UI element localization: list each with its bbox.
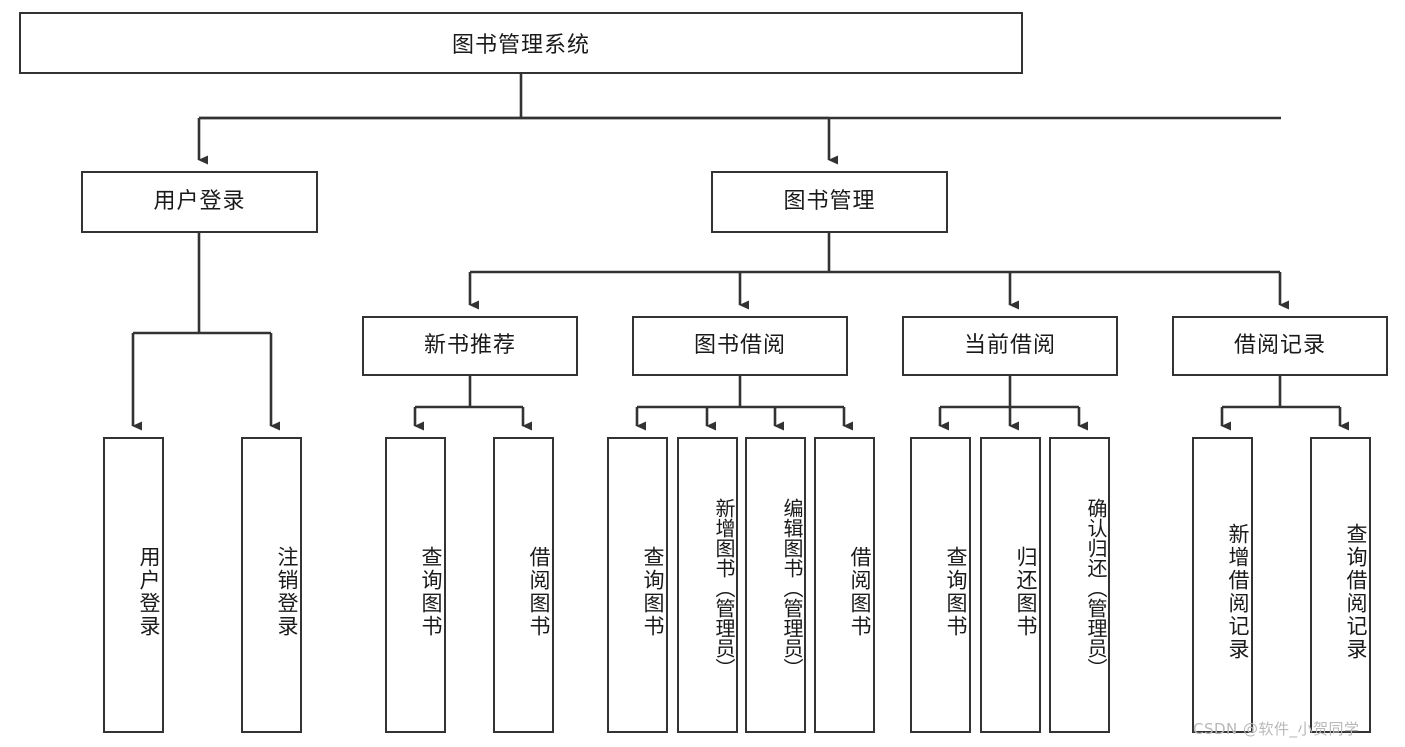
leaf-query-book-borrow[interactable]: 查询图书 (607, 437, 668, 733)
node-label: 图书借阅 (693, 332, 786, 358)
leaf-query-borrow-record[interactable]: 查询借阅记录 (1310, 437, 1371, 733)
node-label: 图书管理 (783, 188, 876, 214)
node-label: 查询图书 (944, 546, 968, 638)
node-borrow-record[interactable]: 借阅记录 (1172, 316, 1388, 376)
node-label: 查询图书 (641, 546, 665, 638)
node-label: 归还图书 (1014, 546, 1038, 638)
node-book-management[interactable]: 图书管理 (711, 171, 948, 233)
leaf-logout[interactable]: 注销登录 (241, 437, 302, 733)
node-label: 当前借阅 (963, 332, 1056, 358)
node-label: 新增借阅记录 (1226, 523, 1250, 661)
node-label: 图书管理系统 (451, 33, 590, 58)
leaf-query-book-current[interactable]: 查询图书 (910, 437, 971, 733)
leaf-add-borrow-record[interactable]: 新增借阅记录 (1192, 437, 1253, 733)
leaf-user-login[interactable]: 用户登录 (103, 437, 164, 733)
leaf-borrow-book[interactable]: 借阅图书 (814, 437, 875, 733)
node-label: 注销登录 (275, 546, 299, 638)
node-root-system[interactable]: 图书管理系统 (19, 12, 1023, 74)
node-label: 编辑图书（管理员） (780, 498, 804, 678)
node-label: 查询借阅记录 (1344, 523, 1368, 661)
leaf-add-book-admin[interactable]: 新增图书（管理员） (677, 437, 738, 733)
node-book-borrow[interactable]: 图书借阅 (632, 316, 848, 376)
leaf-return-book[interactable]: 归还图书 (980, 437, 1041, 733)
leaf-borrow-book-new[interactable]: 借阅图书 (493, 437, 554, 733)
node-label: 借阅图书 (527, 546, 551, 638)
node-label: 用户登录 (137, 546, 161, 638)
node-label: 确认归还（管理员） (1084, 498, 1108, 678)
leaf-edit-book-admin[interactable]: 编辑图书（管理员） (745, 437, 806, 733)
node-current-borrow[interactable]: 当前借阅 (902, 316, 1118, 376)
leaf-query-book-new[interactable]: 查询图书 (385, 437, 446, 733)
csdn-watermark: CSDN @软件_小贺同学 (1193, 720, 1360, 738)
node-label: 借阅记录 (1233, 332, 1326, 358)
node-new-book-recommend[interactable]: 新书推荐 (362, 316, 578, 376)
node-user-login[interactable]: 用户登录 (81, 171, 318, 233)
node-label: 新书推荐 (423, 332, 516, 358)
node-label: 借阅图书 (848, 546, 872, 638)
leaf-confirm-return-admin[interactable]: 确认归还（管理员） (1049, 437, 1110, 733)
node-label: 查询图书 (419, 546, 443, 638)
node-label: 用户登录 (153, 188, 246, 214)
node-label: 新增图书（管理员） (712, 498, 736, 678)
